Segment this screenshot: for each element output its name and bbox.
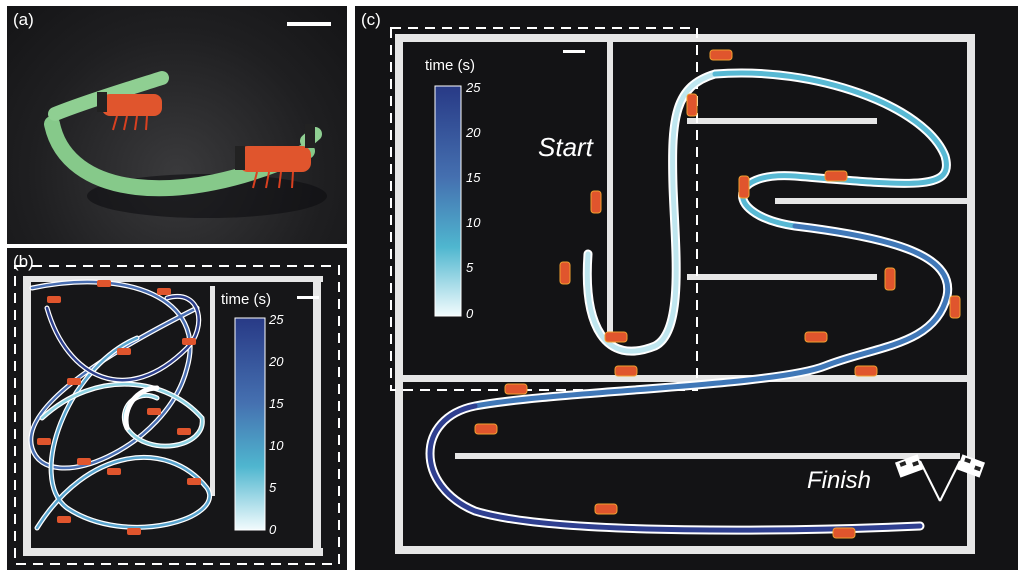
robot-markers (37, 280, 201, 535)
tick-label: 25 (465, 80, 481, 95)
robot-snapshots (474, 49, 961, 539)
tick-label: 20 (268, 354, 284, 369)
panel-label-c: (c) (361, 10, 381, 29)
tick-label: 10 (269, 438, 284, 453)
inner-divider (210, 286, 215, 496)
maze-walls (395, 34, 975, 554)
panel-label-b: (b) (13, 252, 34, 271)
scale-bar-b (297, 296, 319, 299)
tick-label: 5 (466, 260, 474, 275)
tick-label: 0 (269, 522, 277, 537)
tick-label: 15 (466, 170, 481, 185)
scale-bar (287, 22, 331, 26)
panel-b-svg: time (s) 25 20 15 10 5 0 (14, 265, 340, 565)
trajectory-set (28, 279, 212, 531)
robot-module-right (235, 124, 315, 189)
colorbar-b-ticks: 25 20 15 10 5 0 (268, 312, 284, 537)
robot-trajectory (425, 68, 953, 535)
finish-label: Finish (807, 467, 871, 494)
dashed-inset-frame (390, 27, 698, 391)
scale-bar-c (563, 50, 585, 53)
colorbar-b-title: time (s) (221, 291, 271, 308)
arena-wall (23, 276, 31, 556)
panel-a-robot-photo: (a) (7, 6, 347, 244)
robot-illustration (44, 22, 331, 218)
colorbar-c (434, 85, 462, 317)
panel-b-trajectories: time (s) 25 20 15 10 5 0 (b) (7, 248, 347, 570)
panel-c-svg: time (s) 25 20 15 10 5 0 Start Finish (390, 27, 986, 554)
tick-label: 20 (465, 125, 481, 140)
tick-label: 0 (466, 306, 474, 321)
colorbar-c-ticks: 25 20 15 10 5 0 (465, 80, 481, 321)
colorbar-b (234, 317, 266, 531)
tick-label: 10 (466, 215, 481, 230)
tick-label: 15 (269, 396, 284, 411)
panel-label-a: (a) (13, 10, 34, 29)
tick-label: 25 (268, 312, 284, 327)
dashed-frame (14, 265, 340, 565)
tick-label: 5 (269, 480, 277, 495)
start-label: Start (538, 132, 595, 162)
colorbar-c-title: time (s) (425, 57, 475, 74)
checkered-flag-icon (894, 454, 986, 502)
robot-module-left (97, 92, 162, 131)
panel-c-maze: time (s) 25 20 15 10 5 0 Start Finish (c… (355, 6, 1018, 570)
